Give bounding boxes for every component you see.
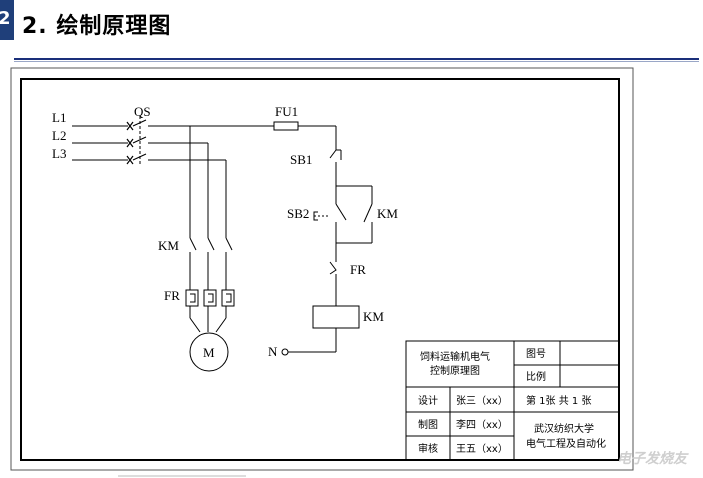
label-KM-contact: KM <box>377 206 398 221</box>
section-number: 2 <box>0 8 11 29</box>
title-rule <box>14 58 699 60</box>
tb-drawing-no-label: 图号 <box>526 348 546 360</box>
label-SB1: SB1 <box>290 152 312 167</box>
tb-review-value: 王五（xx） <box>456 443 508 455</box>
label-N: N <box>268 344 278 359</box>
outer-frame <box>10 67 634 471</box>
tb-org-line2: 电气工程及自动化 <box>526 437 606 450</box>
label-L3: L3 <box>52 146 66 161</box>
title-rule-thin <box>14 61 699 62</box>
label-KM-coil: KM <box>363 309 384 324</box>
title-block <box>405 340 620 461</box>
label-L2: L2 <box>52 128 66 143</box>
wiring <box>72 116 373 372</box>
watermark: 电子发烧友 <box>617 451 687 467</box>
tb-review-label: 审核 <box>418 442 438 455</box>
tb-name-line2: 控制原理图 <box>430 364 480 377</box>
tb-draw-label: 制图 <box>418 418 438 431</box>
section-badge: 2 <box>0 0 14 40</box>
tb-draw-value: 李四（xx） <box>456 418 508 431</box>
label-KM-main: KM <box>158 238 179 253</box>
label-SB2: SB2 <box>287 206 309 221</box>
tb-sheet-info: 第 1张 共 1 张 <box>526 394 591 407</box>
tb-org-line1: 武汉纺织大学 <box>534 422 594 435</box>
tb-design-label: 设计 <box>418 394 438 407</box>
page-title: 2. 绘制原理图 <box>22 14 172 39</box>
label-QS: QS <box>134 104 151 119</box>
tb-design-value: 张三（xx） <box>456 395 508 407</box>
label-FU1: FU1 <box>275 104 298 119</box>
label-FR-heater: FR <box>164 288 180 303</box>
qs-contacts <box>126 121 134 165</box>
inner-frame <box>20 78 620 461</box>
label-L1: L1 <box>52 110 66 125</box>
tb-name-line1: 饲料运输机电气 <box>420 350 490 363</box>
motor-label: M <box>203 345 215 360</box>
label-FR-contact: FR <box>350 262 366 277</box>
tb-scale-label: 比例 <box>526 370 546 383</box>
